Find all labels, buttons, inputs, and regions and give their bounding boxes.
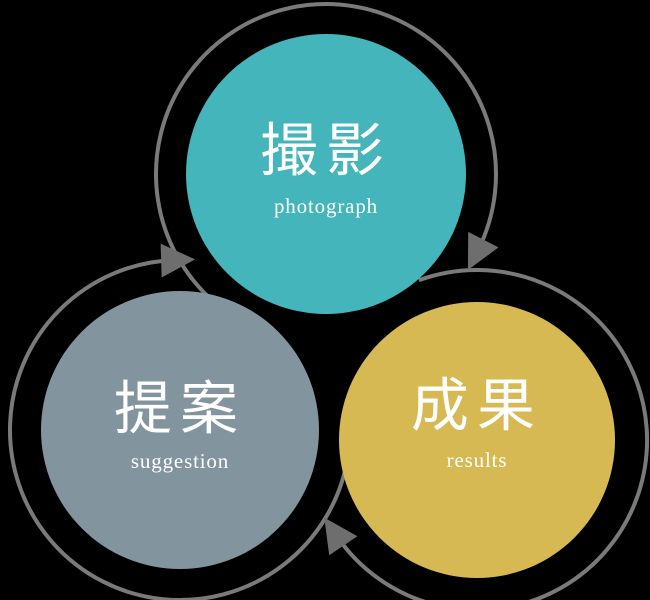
node-label-en-suggestion: suggestion	[131, 449, 229, 473]
arrowhead-suggestion-to-photograph	[160, 243, 196, 278]
node-label-group: 撮影 photograph 提案 suggestion 成果 results	[114, 118, 543, 473]
arrowhead-group	[160, 231, 499, 556]
node-label-en-results: results	[447, 448, 508, 472]
ring-arc-suggestion	[7, 258, 350, 600]
node-circle-group	[41, 34, 615, 578]
arrowhead-photograph-to-results	[467, 231, 499, 270]
ring-arc-results	[334, 268, 650, 600]
node-circle-photograph[interactable]	[186, 34, 466, 314]
ring-arc-photograph	[154, 2, 498, 310]
arrowhead-results-to-suggestion	[324, 517, 358, 556]
node-label-en-photograph: photograph	[274, 194, 378, 218]
node-label-jp-photograph: 撮影	[260, 118, 392, 183]
node-label-jp-suggestion: 提案	[114, 376, 246, 441]
node-circle-results[interactable]	[339, 302, 615, 578]
node-circle-suggestion[interactable]	[41, 291, 319, 569]
ring-arc-group	[7, 2, 650, 600]
node-label-jp-results: 成果	[411, 373, 543, 438]
